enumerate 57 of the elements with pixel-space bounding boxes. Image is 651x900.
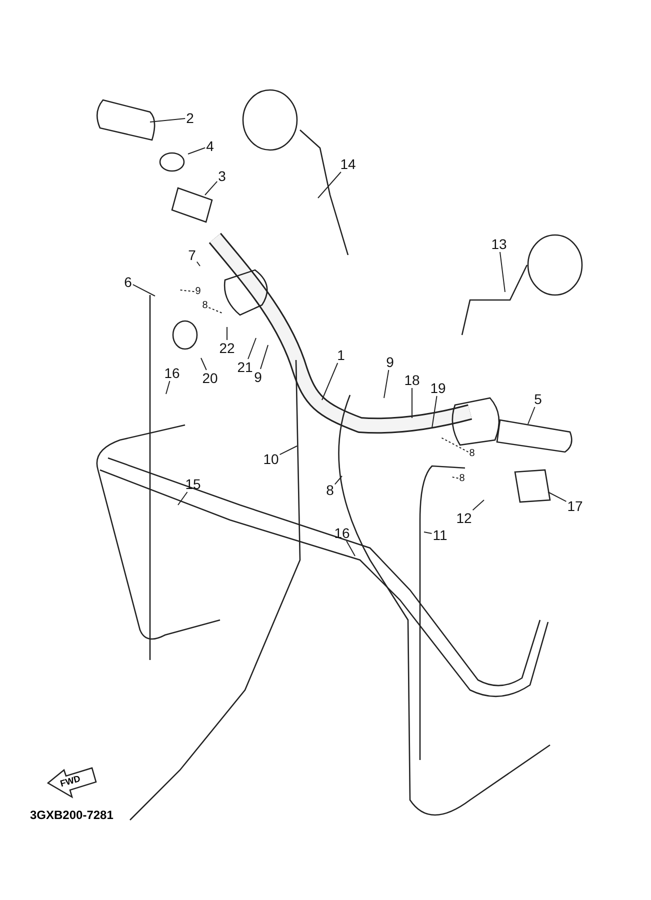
leader-line: [424, 532, 432, 534]
callout-number: 9: [386, 355, 394, 369]
callout-number: 14: [340, 157, 356, 171]
leader-line: [384, 370, 390, 398]
callout-number: 12: [456, 511, 472, 525]
leader-line: [279, 446, 298, 456]
leader-line: [432, 396, 438, 428]
callout-number: 18: [404, 373, 420, 387]
callout-number: 17: [567, 499, 583, 513]
callout-number: 8: [202, 301, 208, 311]
leader-line: [196, 261, 200, 266]
callout-number: 8: [326, 483, 334, 497]
callout-number: 9: [195, 287, 201, 297]
callout-number: 1: [337, 348, 345, 362]
callout-number: 8: [459, 474, 465, 484]
callout-number: 16: [334, 526, 350, 540]
callout-number: 16: [164, 366, 180, 380]
callout-number: 21: [237, 360, 253, 374]
callout-number: 11: [432, 528, 448, 542]
callout-number: 19: [430, 381, 446, 395]
direction-label: FWD: [59, 773, 82, 789]
callout-number: 15: [185, 477, 201, 491]
callout-number: 3: [218, 169, 226, 183]
callout-number: 22: [219, 341, 235, 355]
leader-line: [248, 338, 256, 360]
leader-line: [346, 540, 356, 556]
leader-line: [472, 500, 484, 511]
callout-number: 5: [534, 392, 542, 406]
leader-line: [318, 172, 342, 198]
callout-number: 2: [186, 111, 194, 125]
leader-line: [208, 307, 222, 314]
callout-number: 6: [124, 275, 132, 289]
callout-number: 9: [254, 370, 262, 384]
leader-line: [452, 476, 459, 479]
leader-line: [200, 358, 207, 370]
leader-line: [132, 284, 156, 296]
leader-line: [180, 290, 195, 292]
leader-line: [548, 492, 567, 502]
leader-line: [150, 118, 186, 122]
leader-line: [188, 147, 206, 154]
leader-line: [260, 344, 268, 370]
callout-number: 20: [202, 371, 218, 385]
callout-number: 10: [263, 452, 279, 466]
leader-line: [528, 406, 536, 424]
leader-line: [500, 252, 506, 292]
leader-line: [226, 326, 228, 340]
leader-line: [440, 436, 469, 452]
callout-number: 4: [206, 139, 214, 153]
leader-line: [334, 476, 342, 485]
callout-number: 7: [188, 248, 196, 262]
leader-line: [166, 380, 170, 394]
callout-number: 8: [469, 449, 475, 459]
callout-number: 13: [491, 237, 507, 251]
leader-line: [204, 180, 218, 196]
leader-line: [178, 492, 188, 506]
leader-line: [322, 362, 338, 400]
part-number: 3GXB200-7281: [30, 808, 114, 822]
